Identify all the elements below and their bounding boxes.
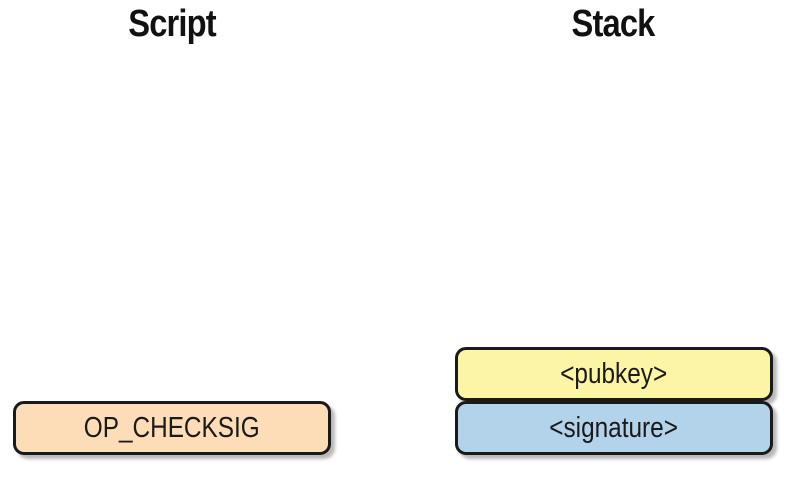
stack-item-pubkey: <pubkey>	[455, 347, 773, 401]
script-item-label: OP_CHECKSIG	[84, 411, 260, 444]
stack-item-label: <signature>	[549, 411, 679, 444]
script-column-title: Script	[128, 3, 216, 45]
stack-item-signature: <signature>	[455, 401, 773, 455]
stack-item-label: <pubkey>	[560, 357, 668, 390]
script-item-op-checksig: OP_CHECKSIG	[13, 401, 331, 455]
stack-column-title: Stack	[571, 3, 656, 45]
